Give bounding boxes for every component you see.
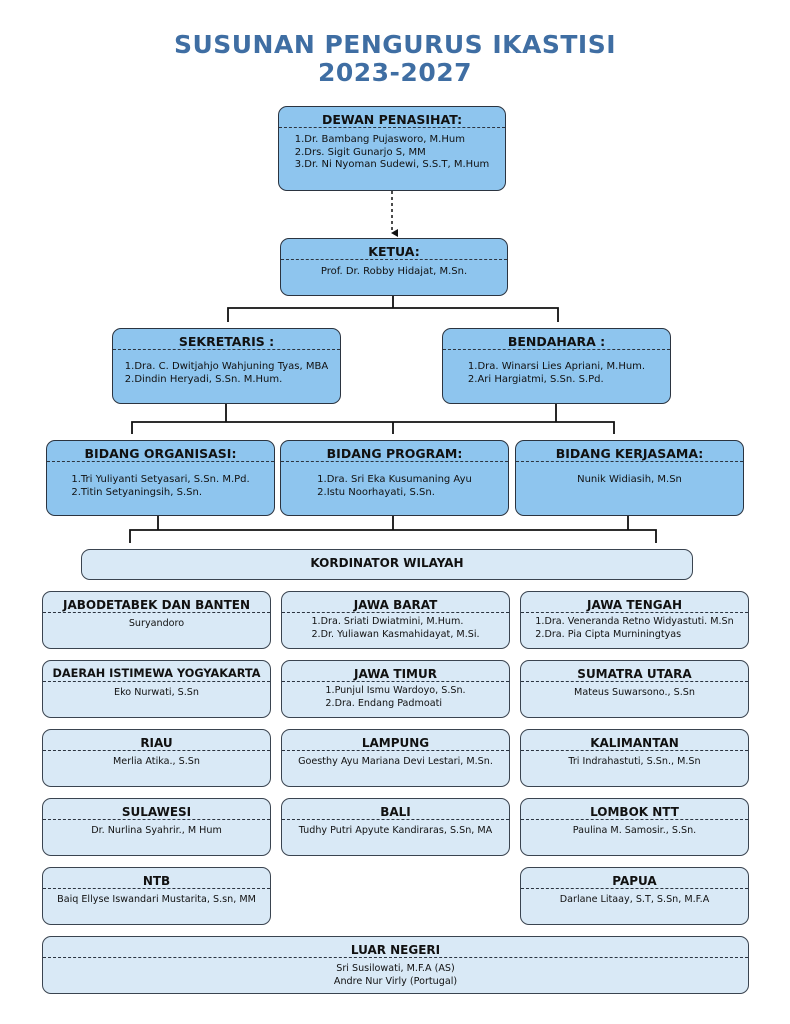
region-name: LOMBOK NTT <box>521 799 748 820</box>
region-papua-box: PAPUA Darlane Litaay, S.T, S.Sn, M.F.A <box>520 867 749 925</box>
program-member: Dra. Sri Eka Kusumaning Ayu <box>326 474 472 485</box>
region-member: Tudhy Putri Apyute Kandiraras, S.Sn, MA <box>298 825 493 836</box>
dewan-member: Dr. Ni Nyoman Sudewi, S.S.T, M.Hum <box>304 159 490 170</box>
sekretaris-member: Dra. C. Dwitjahjo Wahjuning Tyas, MBA <box>134 361 329 372</box>
organisasi-member: Tri Yuliyanti Setyasari, S.Sn. M.Pd. <box>80 474 250 485</box>
region-member: Eko Nurwati, S.Sn <box>114 687 199 698</box>
bendahara-member: Ari Hargiatmi, S.Sn. S.Pd. <box>477 373 604 385</box>
region-member: Dr. Nurlina Syahrir., M Hum <box>91 825 222 836</box>
region-member: Andre Nur Virly (Portugal) <box>333 975 458 987</box>
region-member: Suryandoro <box>128 618 185 629</box>
region-name: KALIMANTAN <box>521 730 748 751</box>
region-riau-box: RIAU Merlia Atika., S.Sn <box>42 729 271 787</box>
region-member: Tri Indrahastuti, S.Sn., M.Sn <box>568 756 701 767</box>
connector-bidang <box>131 404 615 434</box>
region-kalimantan-box: KALIMANTAN Tri Indrahastuti, S.Sn., M.Sn <box>520 729 749 787</box>
region-name: NTB <box>43 868 270 889</box>
sekretaris-members: Dra. C. Dwitjahjo Wahjuning Tyas, MBA Di… <box>125 361 328 386</box>
region-member: Sri Susilowati, M.F.A (AS) <box>336 963 455 974</box>
connector-ketua-sekretaris-bendahara <box>227 296 559 322</box>
region-member: Dra. Sriati Dwiatmini, M.Hum. <box>320 616 464 627</box>
bidang-program-heading: BIDANG PROGRAM: <box>281 441 508 462</box>
organisasi-member: Titin Setyaningsih, S.Sn. <box>80 486 203 498</box>
region-name: SULAWESI <box>43 799 270 820</box>
region-diy-box: DAERAH ISTIMEWA YOGYAKARTA Eko Nurwati, … <box>42 660 271 718</box>
region-members: Dra. Sriati Dwiatmini, M.Hum. Dr. Yuliaw… <box>311 616 480 641</box>
dewan-penasihat-members: Dr. Bambang Pujasworo, M.Hum Drs. Sigit … <box>295 134 490 172</box>
kerjasama-member: Nunik Widiasih, M.Sn <box>577 474 682 485</box>
sekretaris-box: SEKRETARIS : Dra. C. Dwitjahjo Wahjuning… <box>112 328 341 404</box>
region-name: BALI <box>282 799 509 820</box>
region-member: Mateus Suwarsono., S.Sn <box>574 687 695 698</box>
region-jawa-barat-box: JAWA BARAT Dra. Sriati Dwiatmini, M.Hum.… <box>281 591 510 649</box>
region-name: JAWA TENGAH <box>521 592 748 613</box>
region-member: Punjul Ismu Wardoyo, S.Sn. <box>334 685 466 696</box>
region-member: Dra. Endang Padmoati <box>334 697 443 709</box>
bendahara-box: BENDAHARA : Dra. Winarsi Lies Apriani, M… <box>442 328 671 404</box>
region-bali-box: BALI Tudhy Putri Apyute Kandiraras, S.Sn… <box>281 798 510 856</box>
sekretaris-member: Dindin Heryadi, S.Sn. M.Hum. <box>134 373 283 385</box>
region-jawa-tengah-box: JAWA TENGAH Dra. Veneranda Retno Widyast… <box>520 591 749 649</box>
ketua-box: KETUA: Prof. Dr. Robby Hidajat, M.Sn. <box>280 238 508 296</box>
region-member: Goesthy Ayu Mariana Devi Lestari, M.Sn. <box>298 756 493 767</box>
region-name: JABODETABEK DAN BANTEN <box>43 592 270 613</box>
ketua-member: Prof. Dr. Robby Hidajat, M.Sn. <box>320 266 468 277</box>
kordinator-wilayah-bar: KORDINATOR WILAYAH <box>81 549 693 580</box>
region-member: Dra. Pia Cipta Murniningtyas <box>544 628 682 640</box>
bidang-kerjasama-heading: BIDANG KERJASAMA: <box>516 441 743 462</box>
page-title: SUSUNAN PENGURUS IKASTISI <box>173 30 617 59</box>
region-member: Dr. Yuliawan Kasmahidayat, M.Si. <box>320 628 480 640</box>
dewan-penasihat-box: DEWAN PENASIHAT: Dr. Bambang Pujasworo, … <box>278 106 506 191</box>
bidang-kerjasama-box: BIDANG KERJASAMA: Nunik Widiasih, M.Sn <box>515 440 744 516</box>
region-sulawesi-box: SULAWESI Dr. Nurlina Syahrir., M Hum <box>42 798 271 856</box>
region-name: JAWA TIMUR <box>282 661 509 682</box>
dewan-penasihat-heading: DEWAN PENASIHAT: <box>279 107 505 128</box>
page-subtitle-period: 2023-2027 <box>317 58 473 87</box>
dewan-member: Drs. Sigit Gunarjo S, MM <box>304 146 426 158</box>
sekretaris-heading: SEKRETARIS : <box>113 329 340 350</box>
region-sumatra-utara-box: SUMATRA UTARA Mateus Suwarsono., S.Sn <box>520 660 749 718</box>
region-member: Dra. Veneranda Retno Widyastuti. M.Sn <box>544 616 734 627</box>
program-member: Istu Noorhayati, S.Sn. <box>326 486 435 498</box>
bidang-program-members: Dra. Sri Eka Kusumaning Ayu Istu Noorhay… <box>317 474 472 499</box>
region-name: LAMPUNG <box>282 730 509 751</box>
region-lombok-ntt-box: LOMBOK NTT Paulina M. Samosir., S.Sn. <box>520 798 749 856</box>
bendahara-members: Dra. Winarsi Lies Apriani, M.Hum. Ari Ha… <box>468 361 645 386</box>
bidang-program-box: BIDANG PROGRAM: Dra. Sri Eka Kusumaning … <box>280 440 509 516</box>
region-ntb-box: NTB Baiq Ellyse Iswandari Mustarita, S.s… <box>42 867 271 925</box>
region-member: Darlane Litaay, S.T, S.Sn, M.F.A <box>559 894 710 905</box>
region-name: RIAU <box>43 730 270 751</box>
bendahara-member: Dra. Winarsi Lies Apriani, M.Hum. <box>477 361 646 372</box>
region-lampung-box: LAMPUNG Goesthy Ayu Mariana Devi Lestari… <box>281 729 510 787</box>
bendahara-heading: BENDAHARA : <box>443 329 670 350</box>
region-jawa-timur-box: JAWA TIMUR Punjul Ismu Wardoyo, S.Sn. Dr… <box>281 660 510 718</box>
ketua-heading: KETUA: <box>281 239 507 260</box>
region-member: Paulina M. Samosir., S.Sn. <box>572 825 697 836</box>
region-name: DAERAH ISTIMEWA YOGYAKARTA <box>43 661 270 682</box>
region-luar-negeri-box: LUAR NEGERI Sri Susilowati, M.F.A (AS) A… <box>42 936 749 994</box>
bidang-organisasi-box: BIDANG ORGANISASI: Tri Yuliyanti Setyasa… <box>46 440 275 516</box>
bidang-organisasi-members: Tri Yuliyanti Setyasari, S.Sn. M.Pd. Tit… <box>71 474 250 499</box>
bidang-organisasi-heading: BIDANG ORGANISASI: <box>47 441 274 462</box>
region-name: SUMATRA UTARA <box>521 661 748 682</box>
connector-kordinator <box>129 516 657 543</box>
region-name: JAWA BARAT <box>282 592 509 613</box>
region-member: Baiq Ellyse Iswandari Mustarita, S.sn, M… <box>57 894 256 905</box>
region-jabodetabek-box: JABODETABEK DAN BANTEN Suryandoro <box>42 591 271 649</box>
dewan-member: Dr. Bambang Pujasworo, M.Hum <box>304 134 465 145</box>
region-name: PAPUA <box>521 868 748 889</box>
region-members: Punjul Ismu Wardoyo, S.Sn. Dra. Endang P… <box>325 685 466 710</box>
region-member: Merlia Atika., S.Sn <box>113 756 200 767</box>
region-name: LUAR NEGERI <box>43 937 748 958</box>
region-members: Dra. Veneranda Retno Widyastuti. M.Sn Dr… <box>535 616 733 641</box>
